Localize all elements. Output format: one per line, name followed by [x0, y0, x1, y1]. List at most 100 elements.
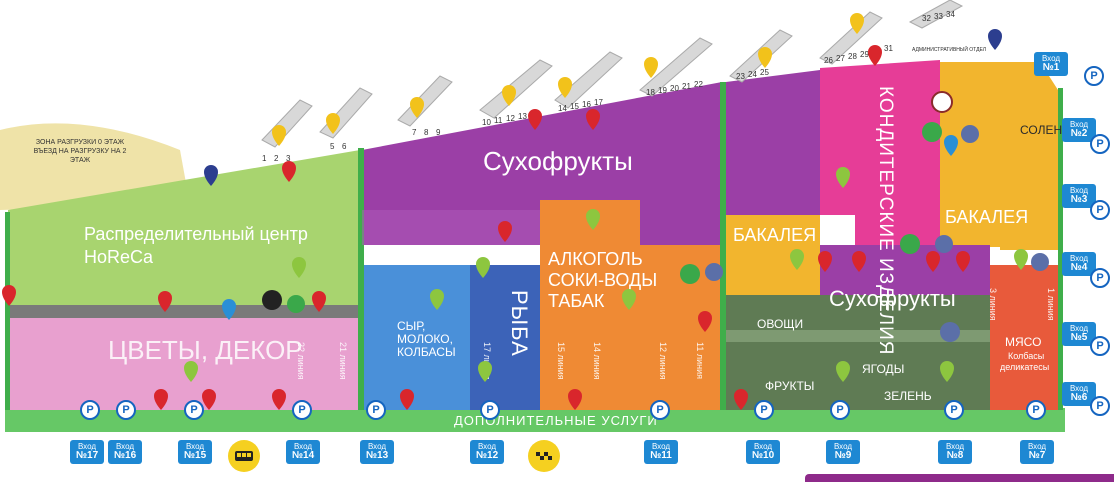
restaurant-icon[interactable] — [586, 209, 600, 230]
bank-icon[interactable] — [262, 290, 282, 310]
entry-num: №9 — [834, 450, 852, 461]
atm-pin-icon[interactable] — [498, 221, 512, 242]
atm-pin-icon[interactable] — [528, 109, 542, 130]
parking-icon[interactable]: P — [116, 400, 136, 420]
vegetables-label: ОВОЩИ — [757, 317, 804, 331]
bank-icon[interactable] — [680, 264, 700, 284]
wc-pin-icon[interactable] — [326, 113, 340, 134]
restaurant-icon[interactable] — [292, 257, 306, 278]
restaurant-icon[interactable] — [184, 361, 198, 382]
atm-pin-icon[interactable] — [956, 251, 970, 272]
entry-word: Вход — [115, 442, 135, 451]
bottom-walkway — [5, 408, 1065, 432]
restaurant-icon[interactable] — [622, 289, 636, 310]
parking-icon[interactable]: P — [1090, 134, 1110, 154]
atm-pin-icon[interactable] — [202, 389, 216, 410]
horeca-label-1: Распределительный центр — [84, 224, 308, 244]
atm-pin-icon[interactable] — [2, 285, 16, 306]
entry-word: Вход — [753, 442, 773, 451]
parking-icon[interactable]: P — [292, 400, 312, 420]
wc-pin-icon[interactable] — [644, 57, 658, 78]
parking-icon[interactable]: P — [1090, 336, 1110, 356]
wc-pin-icon[interactable] — [850, 13, 864, 34]
atm-pin-icon[interactable] — [868, 45, 882, 66]
restaurant-icon[interactable] — [1014, 249, 1028, 270]
parking-icon[interactable]: P — [480, 400, 500, 420]
parking-icon[interactable]: P — [1090, 268, 1110, 288]
bank-icon[interactable] — [900, 234, 920, 254]
atm-pin-icon[interactable] — [852, 251, 866, 272]
restaurant-icon[interactable] — [790, 249, 804, 270]
atm-pin-icon[interactable] — [568, 389, 582, 410]
bank-icon[interactable] — [961, 125, 979, 143]
parking-icon[interactable]: P — [944, 400, 964, 420]
atm-pin-icon[interactable] — [154, 389, 168, 410]
restaurant-icon[interactable] — [430, 289, 444, 310]
restaurant-icon[interactable] — [478, 361, 492, 382]
wc-pin-icon[interactable] — [502, 85, 516, 106]
bank-icon[interactable] — [1031, 253, 1049, 271]
parking-icon[interactable]: P — [1090, 200, 1110, 220]
info-pin-icon[interactable] — [988, 29, 1002, 50]
parking-icon[interactable]: P — [80, 400, 100, 420]
atm-pin-icon[interactable] — [818, 251, 832, 272]
atm-pin-icon[interactable] — [312, 291, 326, 312]
atm-pin-icon[interactable] — [158, 291, 172, 312]
entry-num: №5 — [1070, 332, 1088, 343]
wc-pins — [272, 13, 864, 146]
bank-icon[interactable] — [940, 322, 960, 342]
wc-pin-icon[interactable] — [758, 47, 772, 68]
wc-pin-icon[interactable] — [272, 125, 286, 146]
parking-icon[interactable]: P — [830, 400, 850, 420]
fish-zone — [470, 265, 540, 410]
atm-pin-icon[interactable] — [272, 389, 286, 410]
bank-icon[interactable] — [935, 235, 953, 253]
atm-pin-icon[interactable] — [926, 251, 940, 272]
entry-word: Вход — [1069, 254, 1089, 263]
atm-pin-icon[interactable] — [698, 311, 712, 332]
parking-icon[interactable]: P — [1026, 400, 1046, 420]
parking-icon[interactable]: P — [1090, 396, 1110, 416]
atm-pin-icon[interactable] — [282, 161, 296, 182]
parking-icon[interactable]: P — [1084, 66, 1104, 86]
bank-icons — [262, 91, 1049, 342]
restaurant-icon[interactable] — [836, 361, 850, 382]
parking-icon[interactable]: P — [366, 400, 386, 420]
atm-pin-icon[interactable] — [586, 109, 600, 130]
parking-icon[interactable]: P — [184, 400, 204, 420]
atm-pin-icon[interactable] — [400, 389, 414, 410]
bank-icon[interactable] — [287, 295, 305, 313]
wc-pin-icon[interactable] — [558, 77, 572, 98]
dairy-label-2: МОЛОКО, — [397, 332, 453, 346]
bank-icon[interactable] — [931, 91, 953, 113]
restaurant-icon[interactable] — [940, 361, 954, 382]
restaurant-icon[interactable] — [476, 257, 490, 278]
info-pin-icon[interactable] — [222, 299, 236, 320]
parking-icon[interactable]: P — [754, 400, 774, 420]
parking-icon[interactable]: P — [650, 400, 670, 420]
bank-icon[interactable] — [705, 263, 723, 281]
info-pin-icon[interactable] — [204, 165, 218, 186]
atm-pin-icon[interactable] — [734, 389, 748, 410]
bank-icon[interactable] — [922, 122, 942, 142]
info-pin-icon[interactable] — [944, 135, 958, 156]
gate-number: 21 — [682, 82, 691, 91]
wc-pin-icon[interactable] — [410, 97, 424, 118]
restaurant-icon[interactable] — [836, 167, 850, 188]
